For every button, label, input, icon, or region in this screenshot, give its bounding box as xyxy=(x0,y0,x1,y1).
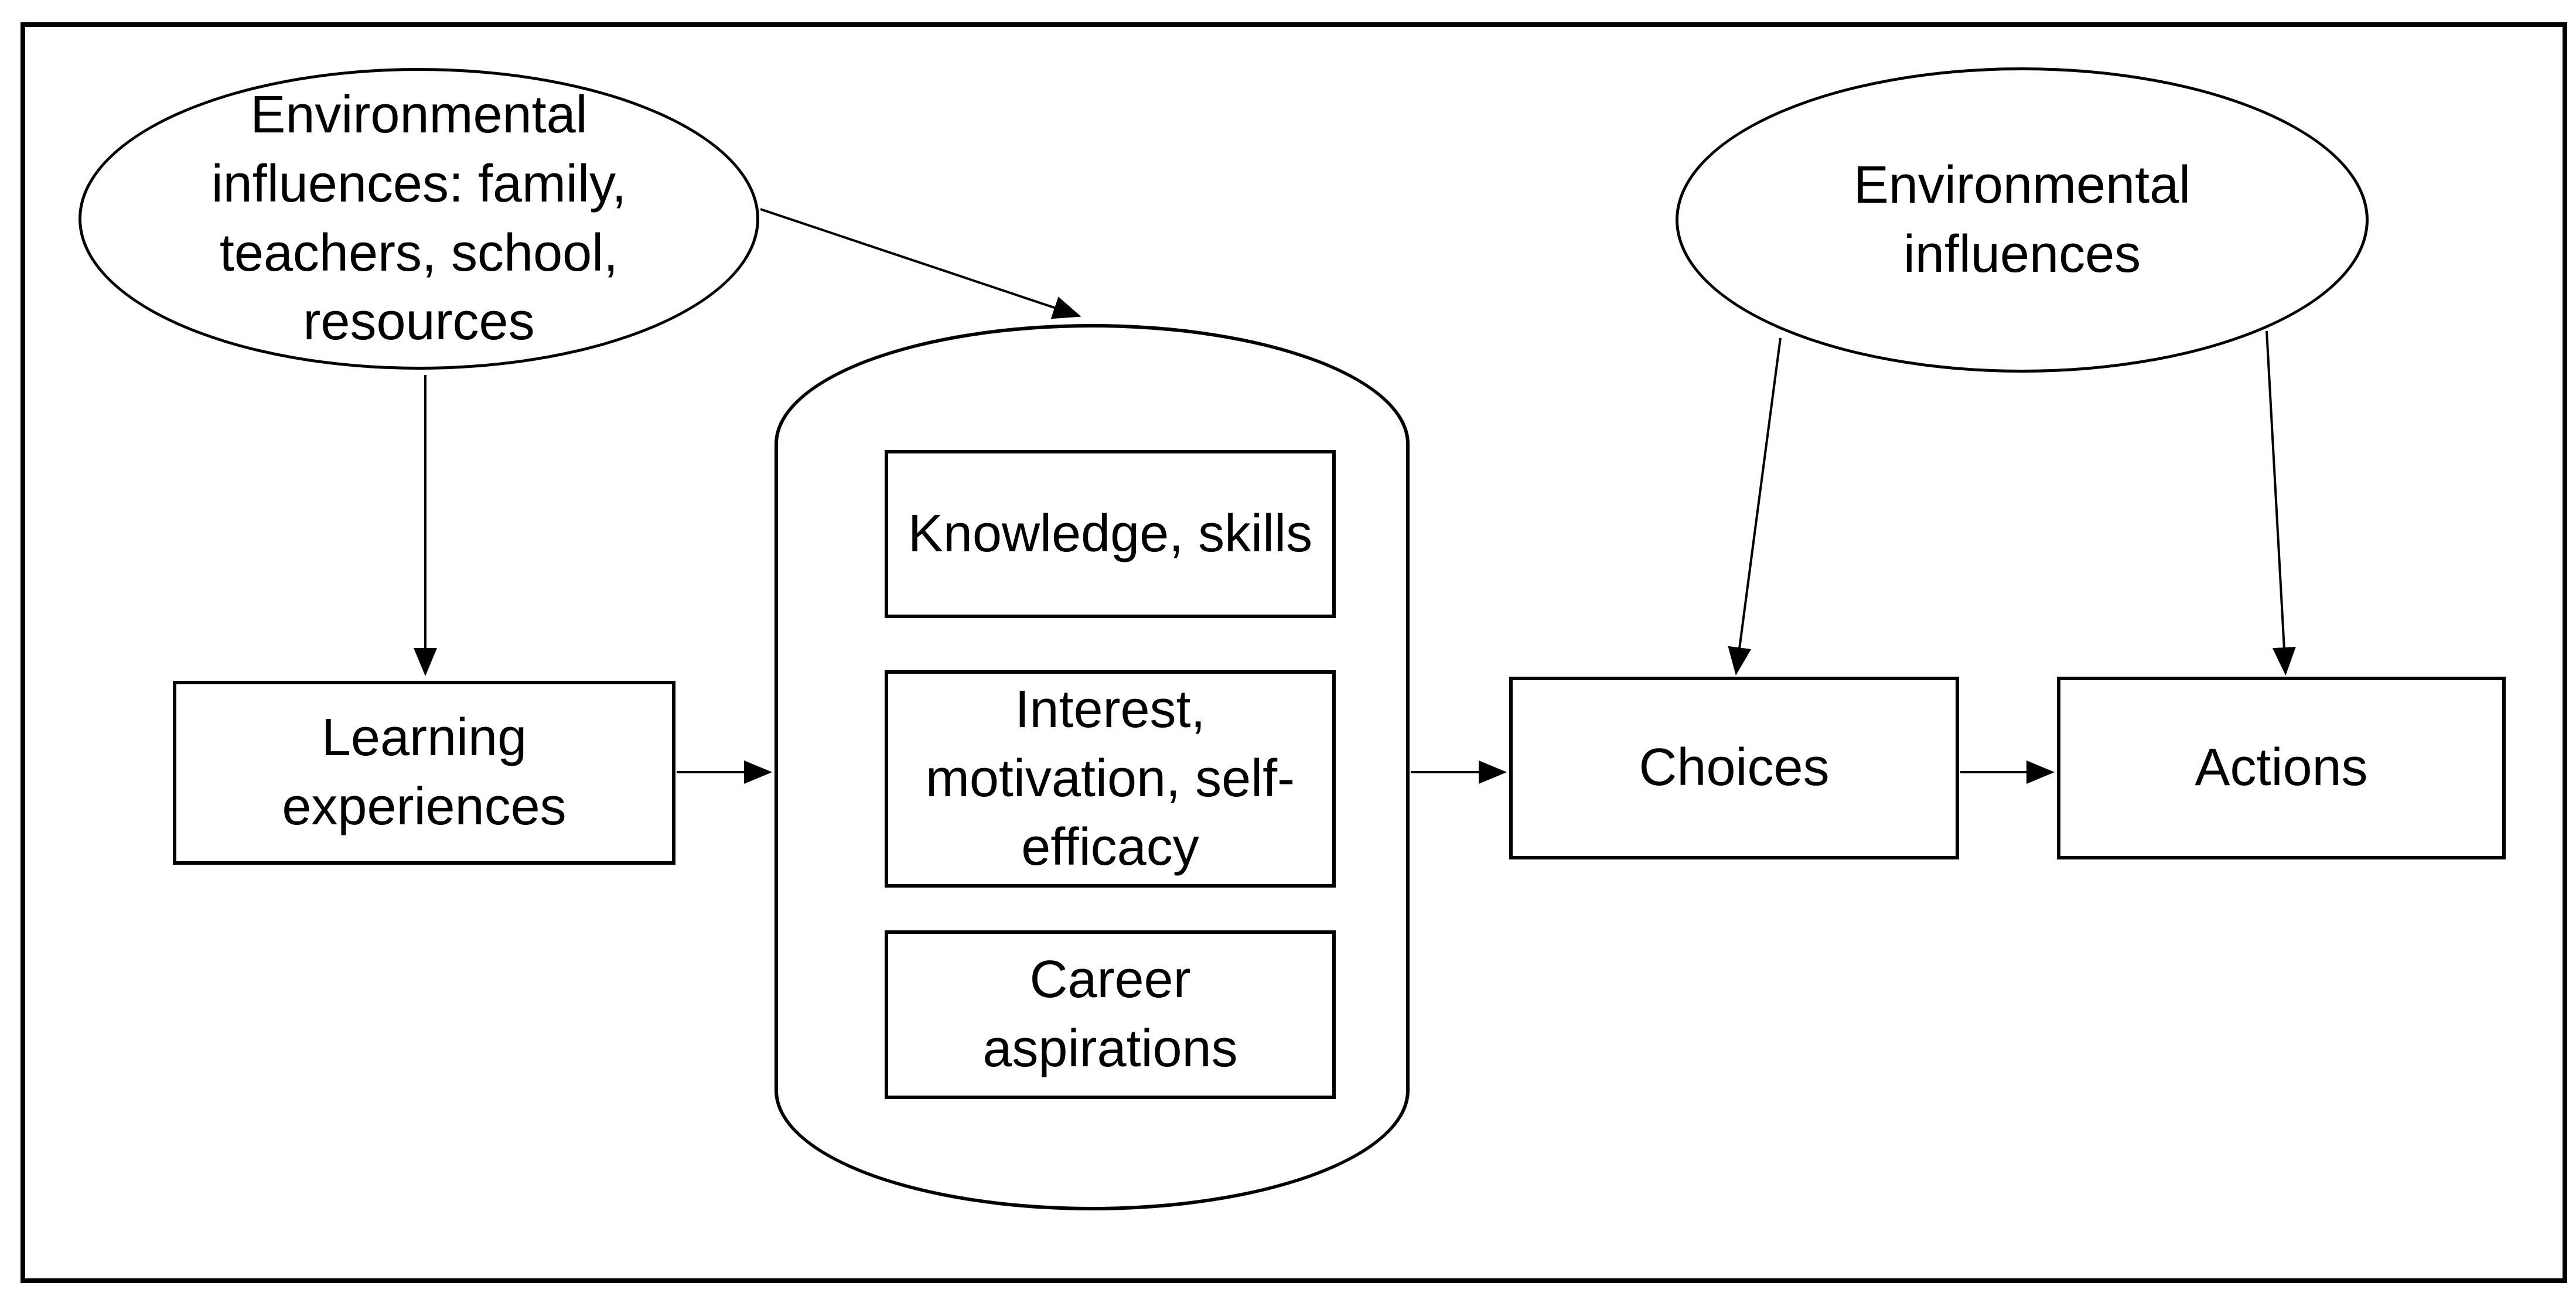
node-learning-experiences: Learning experiences xyxy=(173,681,675,865)
node-actions: Actions xyxy=(2057,677,2506,859)
node-choices: Choices xyxy=(1509,677,1959,859)
node-interest-motivation-self-efficacy: Interest, motivation, self- efficacy xyxy=(885,670,1336,888)
node-career-aspirations: Career aspirations xyxy=(885,930,1336,1099)
node-environmental-influences-left: Environmental influences: family, teache… xyxy=(79,68,759,370)
node-environmental-influences-right: Environmental influences xyxy=(1676,67,2369,373)
node-knowledge-skills: Knowledge, skills xyxy=(885,450,1336,618)
diagram-border xyxy=(21,22,2567,1283)
